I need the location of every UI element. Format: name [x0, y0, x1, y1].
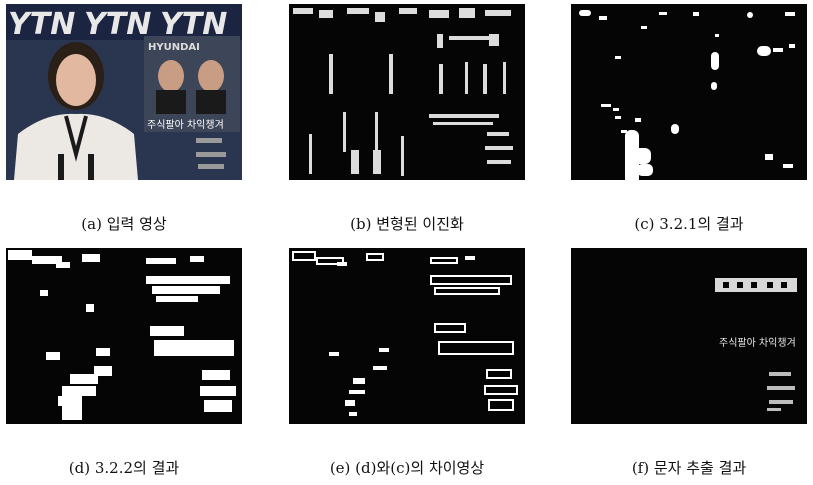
caption-b: (b) 변형된 이진화	[350, 215, 464, 233]
extracted-headline: 주식팔아 차익챙겨	[719, 337, 796, 349]
panel-f-text-extraction: 주식팔아 차익챙겨	[571, 248, 807, 424]
ytn-logo-1: YTN	[8, 7, 75, 42]
inset-banner: HYUNDAI	[148, 42, 200, 53]
caption-d: (d) 3.2.2의 결과	[68, 459, 180, 477]
ytn-logo-2: YTN	[84, 7, 151, 42]
panel-b-binarized	[289, 4, 525, 180]
caption-f: (f) 문자 추출 결과	[631, 459, 747, 477]
panel-c-result-3-2-1	[571, 4, 807, 180]
inset-headline: 주식팔아 차익챙겨	[147, 119, 224, 131]
panel-a-input-image: YTN YTN YTN HYUNDAI 주식팔아 차익챙겨	[6, 4, 242, 180]
panel-e-difference-image	[289, 248, 525, 424]
caption-e: (e) (d)와(c)의 차이영상	[329, 459, 485, 477]
caption-c: (c) 3.2.1의 결과	[634, 215, 744, 233]
panel-d-result-3-2-2	[6, 248, 242, 424]
caption-a: (a) 입력 영상	[81, 215, 167, 233]
